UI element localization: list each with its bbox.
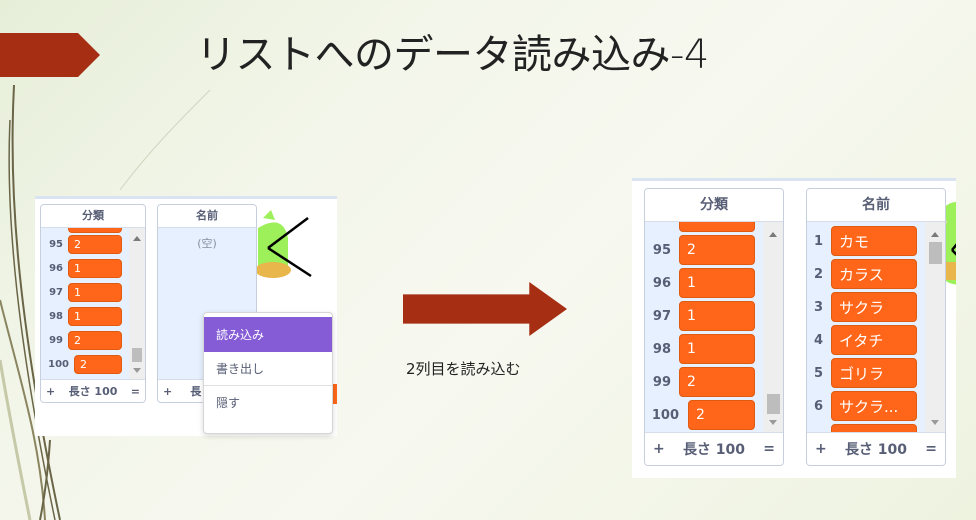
scrollbar[interactable] (925, 222, 945, 432)
title-accent-tab (0, 33, 100, 77)
list-length: 長さ 100 (844, 442, 908, 458)
list-cell[interactable]: 1 (679, 334, 755, 364)
list-cell[interactable]: カラス (831, 259, 917, 289)
menu-item-import[interactable]: 読み込み (204, 317, 332, 352)
add-item-button[interactable]: + (46, 384, 56, 398)
list-cell[interactable]: 1 (679, 268, 755, 298)
list-length: 長さ 100 (682, 442, 746, 458)
add-item-button[interactable]: + (653, 441, 665, 457)
list-cell[interactable]: 2 (74, 355, 122, 374)
list-length: 長 (190, 385, 202, 398)
scroll-thumb[interactable] (132, 348, 142, 362)
partial-block (331, 384, 337, 404)
scroll-down-icon[interactable] (931, 420, 939, 425)
list-cell[interactable]: 2 (68, 235, 122, 254)
arrow-caption: 2列目を読み込む (406, 360, 521, 378)
list-cell[interactable]: 2 (679, 367, 755, 397)
list-cell[interactable]: 1 (68, 259, 122, 278)
sprite-icon (255, 210, 312, 278)
right-arrow-icon (403, 282, 567, 336)
menu-item-hide[interactable]: 隠す (216, 396, 241, 410)
scroll-up-icon[interactable] (931, 232, 939, 237)
resize-handle[interactable]: = (763, 441, 775, 457)
slide-title: リストへのデータ読み込み-4 (196, 32, 709, 78)
menu-divider (204, 385, 332, 386)
resize-handle[interactable]: = (925, 441, 937, 457)
list-header: 名前 (807, 189, 945, 222)
stage-top-border (35, 196, 337, 199)
list-cell[interactable]: サクラ (831, 292, 917, 322)
scroll-thumb[interactable] (767, 394, 780, 414)
add-item-button[interactable]: + (815, 441, 827, 457)
list-header: 分類 (645, 189, 783, 222)
scroll-down-icon[interactable] (133, 368, 141, 373)
list-cell[interactable]: 2 (68, 331, 122, 350)
list-cell[interactable]: カモ (831, 226, 917, 256)
scroll-up-icon[interactable] (133, 236, 141, 241)
list-cell[interactable]: 1 (679, 301, 755, 331)
context-menu: 読み込み 書き出し 隠す (203, 312, 333, 434)
list-cell[interactable]: 1 (68, 307, 122, 326)
list-length: 長さ 100 (68, 385, 118, 398)
stage-top-border (632, 178, 956, 181)
resize-handle[interactable]: = (130, 384, 140, 398)
list-cell[interactable]: 2 (679, 235, 755, 265)
list-cell[interactable]: サクラ... (831, 391, 917, 421)
list-header: 名前 (158, 205, 256, 228)
list-cell[interactable]: イタチ (831, 325, 917, 355)
list-cell[interactable]: 1 (68, 283, 122, 302)
scrollbar[interactable] (129, 228, 145, 380)
scroll-up-icon[interactable] (769, 232, 777, 237)
menu-item-export[interactable]: 書き出し (216, 362, 265, 376)
scrollbar[interactable] (763, 222, 783, 432)
list-footer: + 長さ 100 = (807, 432, 945, 465)
list-cell[interactable]: ゴリラ (831, 358, 917, 388)
list-footer: + 長さ 100 = (41, 379, 145, 402)
add-item-button[interactable]: + (163, 384, 173, 398)
scroll-thumb[interactable] (929, 242, 942, 264)
list-cell[interactable]: 2 (688, 400, 755, 430)
list-header: 分類 (41, 205, 145, 228)
empty-list-label: (空) (197, 237, 217, 250)
scroll-down-icon[interactable] (769, 420, 777, 425)
list-footer: + 長さ 100 = (645, 432, 783, 465)
